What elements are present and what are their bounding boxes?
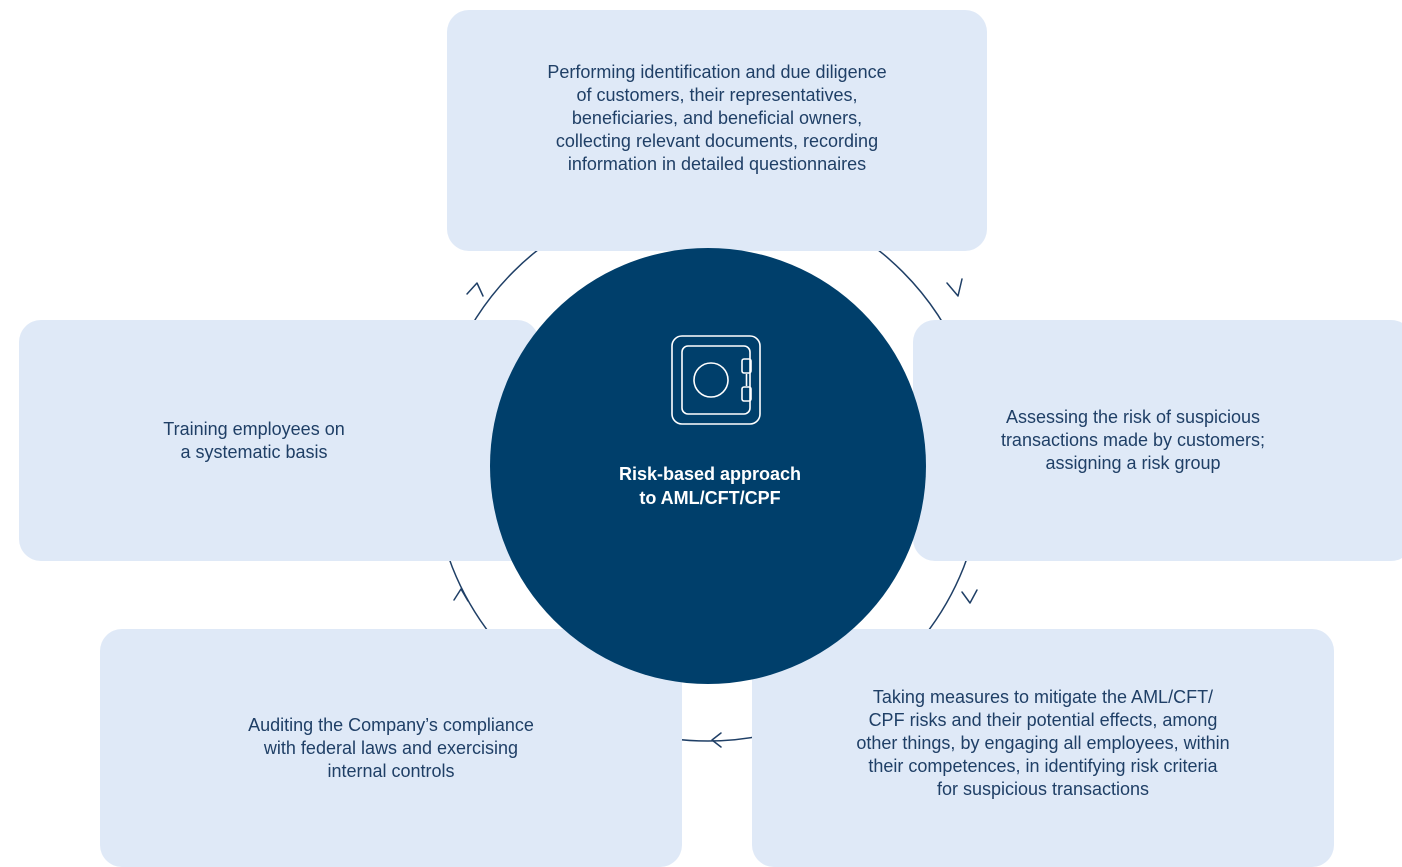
center-circle: [490, 248, 926, 684]
step-mitigation-box: Taking measures to mitigate the AML/CFT/…: [752, 629, 1334, 867]
step-risk-assessment-text: Assessing the risk of suspicious transac…: [1000, 407, 1266, 473]
arrow-head-bottom: [711, 732, 722, 748]
arrow-head-right: [961, 589, 978, 604]
arrow-head-top-left: [466, 282, 484, 297]
step-auditing-box: Auditing the Company’s compliance with f…: [100, 629, 682, 867]
step-training-text: Training employees on a systematic basis: [163, 418, 345, 462]
safe-icon: [671, 335, 761, 425]
step-training-box: Training employees on a systematic basis: [19, 320, 539, 561]
arrow-head-top-right: [946, 278, 963, 297]
center-title: Risk-based approach to AML/CFT/CPF: [618, 464, 802, 508]
step-identification-text: Performing identification and due dilige…: [547, 62, 887, 174]
step-identification-box: Performing identification and due dilige…: [447, 10, 987, 251]
step-auditing-text: Auditing the Company’s compliance with f…: [248, 714, 534, 781]
step-risk-assessment-box: Assessing the risk of suspicious transac…: [913, 320, 1402, 561]
step-mitigation-text: Taking measures to mitigate the AML/CFT/…: [856, 686, 1230, 799]
arrow-head-left: [453, 588, 469, 602]
